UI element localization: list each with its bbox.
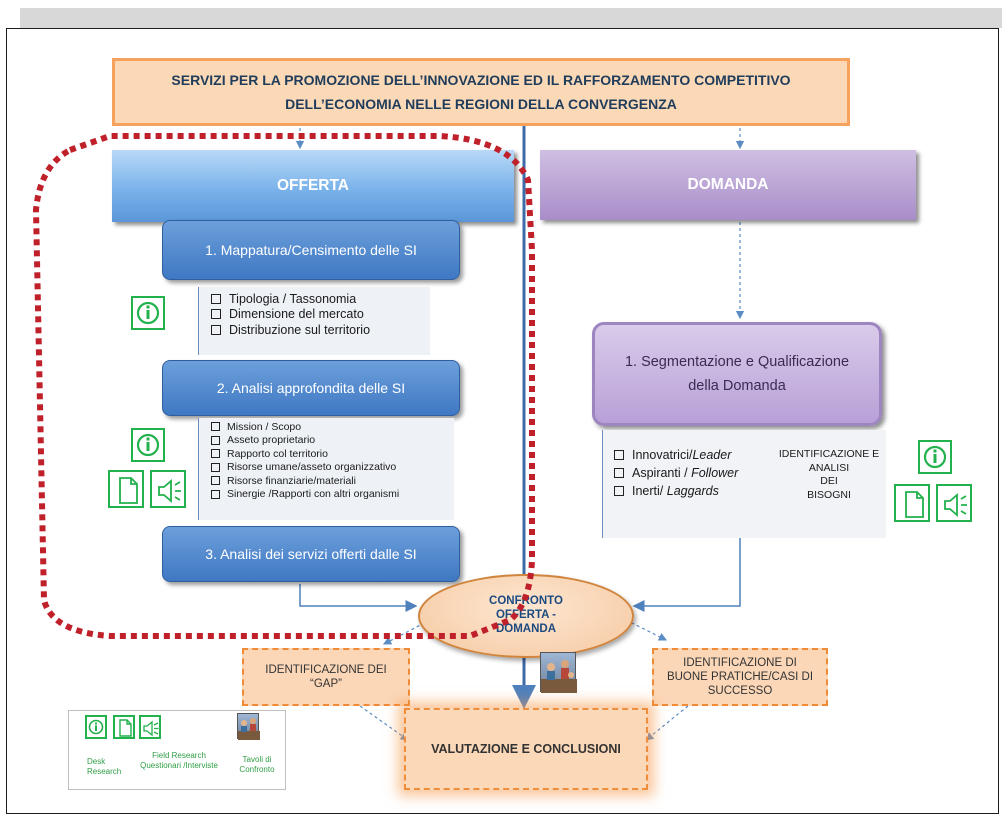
offerta-step1: 1. Mappatura/Censimento delle SI — [162, 220, 460, 280]
arrow-domanda-confronto — [632, 538, 741, 612]
checkbox-icon — [614, 468, 624, 478]
offerta-step2: 2. Analisi approfondita delle SI — [162, 360, 460, 416]
list-item: Tipologia / Tassonomia — [211, 291, 430, 307]
legend-tavoli: Tavoli di Confronto — [239, 755, 275, 774]
domanda-header: DOMANDA — [540, 150, 916, 220]
arrow-confronto-buone — [625, 619, 668, 641]
list-item: Sinergie /Rapporti con altri organismi — [211, 488, 454, 502]
valutazione-box: VALUTAZIONE E CONCLUSIONI — [404, 708, 648, 790]
speaker-icon — [150, 470, 186, 508]
top-toolbar-strip — [20, 8, 1002, 28]
offerta-list1: Tipologia / Tassonomia Dimensione del me… — [198, 287, 430, 355]
checkbox-icon — [211, 309, 221, 320]
list-item: Aspiranti / Follower — [614, 464, 764, 482]
checkbox-icon — [211, 435, 220, 445]
info-icon — [918, 440, 952, 474]
legend-field-research: Field Research Questionari /Interviste — [140, 751, 218, 770]
offerta-step3: 3. Analisi dei servizi offerti dalle SI — [162, 526, 460, 582]
diagram-frame — [6, 28, 999, 814]
main-title-line2: DELL’ECONOMIA NELLE REGIONI DELLA CONVER… — [285, 96, 677, 112]
list-item: Distribuzione sul territorio — [211, 322, 430, 338]
domanda-list-panel — [602, 430, 886, 538]
checkbox-icon — [211, 293, 221, 304]
list-item: Dimensione del mercato — [211, 307, 430, 323]
offerta-step2-label: 2. Analisi approfondita delle SI — [216, 380, 406, 396]
checkbox-icon — [614, 486, 624, 496]
buone-pratiche-box: IDENTIFICAZIONE DI BUONE PRATICHE/CASI D… — [652, 648, 828, 706]
offerta-list2: Mission / Scopo Asseto proprietario Rapp… — [198, 418, 454, 520]
domanda-segmentazione-box: 1. Segmentazione e Qualificazione della … — [592, 322, 882, 426]
meeting-photo-icon — [237, 713, 260, 740]
gap-box: IDENTIFICAZIONE DEI “GAP” — [242, 648, 410, 706]
document-icon — [894, 484, 930, 522]
offerta-step1-label: 1. Mappatura/Censimento delle SI — [205, 242, 417, 258]
seg-line1: 1. Segmentazione e Qualificazione — [624, 354, 850, 370]
checkbox-icon — [211, 476, 220, 486]
meeting-photo-icon — [540, 652, 577, 693]
seg-line2: della Domanda — [688, 378, 786, 394]
list-item: Asseto proprietario — [211, 434, 454, 448]
main-title-line1: SERVIZI PER LA PROMOZIONE DELL’INNOVAZIO… — [171, 72, 791, 88]
checkbox-icon — [211, 324, 221, 335]
speaker-icon — [936, 484, 972, 522]
checkbox-icon — [211, 462, 220, 472]
checkbox-icon — [211, 489, 220, 499]
list-item: Rapporto col territorio — [211, 447, 454, 461]
valutazione-label: VALUTAZIONE E CONCLUSIONI — [431, 742, 621, 756]
document-icon — [113, 715, 135, 739]
offerta-label: OFFERTA — [276, 177, 350, 194]
domanda-label: DOMANDA — [687, 176, 769, 193]
list-item: Mission / Scopo — [211, 420, 454, 434]
list-item: Risorse umane/asseto organizzativo — [211, 461, 454, 475]
info-icon — [131, 428, 165, 462]
arrow-offerta-confronto — [299, 584, 418, 612]
info-icon — [131, 296, 165, 330]
document-icon — [108, 470, 144, 508]
domanda-ident-bisogni: IDENTIFICAZIONE E ANALISI DEI BISOGNI — [778, 448, 880, 501]
checkbox-icon — [211, 449, 220, 459]
list-item: Innovatrici/Leader — [614, 446, 764, 464]
list-item: Inerti/ Laggards — [614, 482, 764, 500]
info-icon — [85, 715, 107, 739]
speaker-icon — [139, 715, 161, 739]
legend-box: Desk Research Field Research Questionari… — [68, 710, 286, 790]
legend-desk-research: Desk Research — [87, 757, 122, 776]
offerta-header: OFFERTA — [112, 150, 514, 222]
domanda-list: Innovatrici/Leader Aspiranti / Follower … — [614, 446, 764, 500]
offerta-step3-label: 3. Analisi dei servizi offerti dalle SI — [205, 546, 417, 562]
checkbox-icon — [211, 422, 220, 432]
confronto-label: CONFRONTO OFFERTA - DOMANDA — [489, 595, 563, 635]
arrow-gap-valutazione — [359, 705, 409, 741]
checkbox-icon — [614, 450, 624, 460]
list-item: Risorse finanziarie/materiali — [211, 474, 454, 488]
main-title-box: SERVIZI PER LA PROMOZIONE DELL’INNOVAZIO… — [112, 58, 850, 126]
